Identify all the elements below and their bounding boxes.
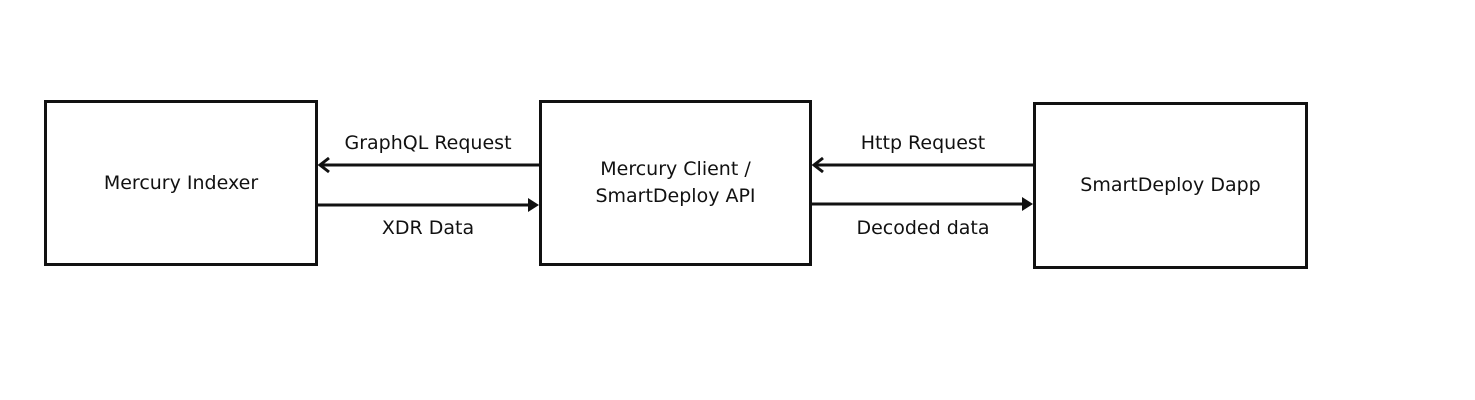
node-label: Mercury Indexer — [103, 171, 259, 194]
edge-label-graphql-request: GraphQL Request — [344, 132, 512, 154]
node-label: SmartDeploy Dapp — [1080, 174, 1261, 196]
node-smartdeploy-dapp: SmartDeploy Dapp — [1033, 102, 1308, 269]
node-mercury-client-api: Mercury Client / SmartDeploy API — [539, 100, 812, 266]
node-mercury-indexer: Mercury Indexer — [44, 100, 318, 266]
node-label-line-1: Mercury Client / — [600, 158, 751, 180]
arrow-decoded-data — [812, 197, 1033, 211]
edge-label-xdr-data: XDR Data — [381, 217, 475, 239]
edge-label-decoded-data: Decoded data — [856, 217, 990, 239]
arrow-xdr-data — [318, 198, 539, 212]
node-label-line-2: SmartDeploy API — [595, 185, 756, 207]
edge-label-http-request: Http Request — [860, 132, 986, 154]
arrow-http-request — [811, 156, 1033, 174]
arrow-graphql-request — [317, 156, 539, 174]
